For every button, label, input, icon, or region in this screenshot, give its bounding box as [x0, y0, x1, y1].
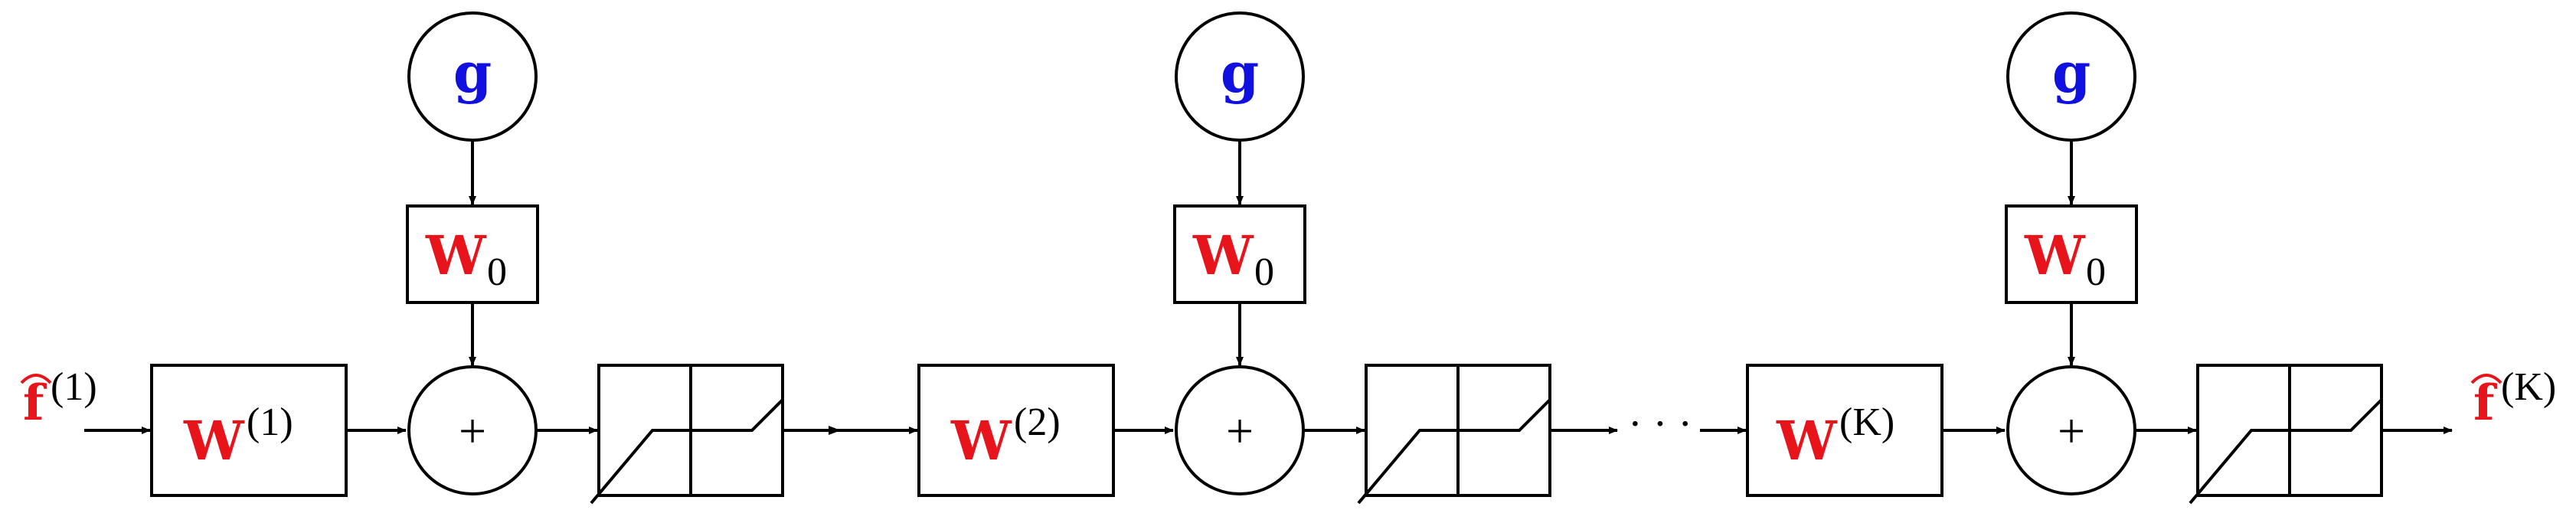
g-node-2-symbol: g — [1221, 40, 1259, 105]
w0-box-k-subscript: 0 — [2086, 250, 2106, 294]
output-f-superscript: (K) — [2501, 365, 2556, 409]
w-box-k-superscript: (K) — [1839, 400, 1894, 444]
w0-box-1-subscript: 0 — [487, 250, 507, 294]
stage-2: W (2) g W 0 + · · · — [917, 11, 1747, 505]
output-f-base: f — [2473, 374, 2497, 432]
w-box-2 — [917, 364, 1115, 497]
w0-box-2-subscript: 0 — [1254, 250, 1274, 294]
activation-box-k — [2189, 364, 2383, 505]
output-f-hat-icon — [2470, 374, 2502, 384]
input-label: f (1) — [20, 365, 97, 432]
sum-node-1-symbol: + — [459, 404, 486, 458]
w-box-1 — [150, 364, 348, 497]
soft-threshold-icon — [1357, 398, 1551, 505]
ellipsis: · · · — [1628, 400, 1692, 448]
w-box-k — [1746, 364, 1943, 497]
w0-box-1 — [406, 204, 539, 304]
w0-box-k — [2005, 204, 2138, 304]
w-box-1-symbol: W — [183, 409, 245, 472]
w-box-k-symbol: W — [1776, 409, 1838, 472]
sum-node-2-symbol: + — [1226, 404, 1254, 458]
w0-box-1-symbol: W — [425, 224, 487, 287]
stage-k: W (K) g W 0 + — [1746, 11, 2453, 505]
activation-box-2 — [1357, 364, 1551, 505]
g-node-k-symbol: g — [2052, 40, 2091, 105]
w-box-1-superscript: (1) — [247, 400, 293, 444]
w0-box-2 — [1173, 204, 1306, 304]
w-box-2-symbol: W — [950, 409, 1012, 472]
g-node-1-symbol: g — [453, 40, 492, 105]
w0-box-k-symbol: W — [2024, 224, 2086, 287]
midline-arrowhead-icon — [829, 426, 841, 435]
output-label: f (K) — [2470, 365, 2556, 432]
stage-1: W (1) g W 0 + — [150, 11, 918, 505]
soft-threshold-icon — [2189, 398, 2383, 505]
w0-box-2-symbol: W — [1192, 224, 1254, 287]
input-f-superscript: (1) — [51, 365, 97, 409]
input-f-hat-icon — [20, 374, 52, 384]
input-f-base: f — [23, 374, 47, 432]
sum-node-k-symbol: + — [2058, 404, 2085, 458]
soft-threshold-icon — [590, 398, 784, 505]
activation-box-1 — [590, 364, 784, 505]
w-box-2-superscript: (2) — [1014, 400, 1061, 444]
